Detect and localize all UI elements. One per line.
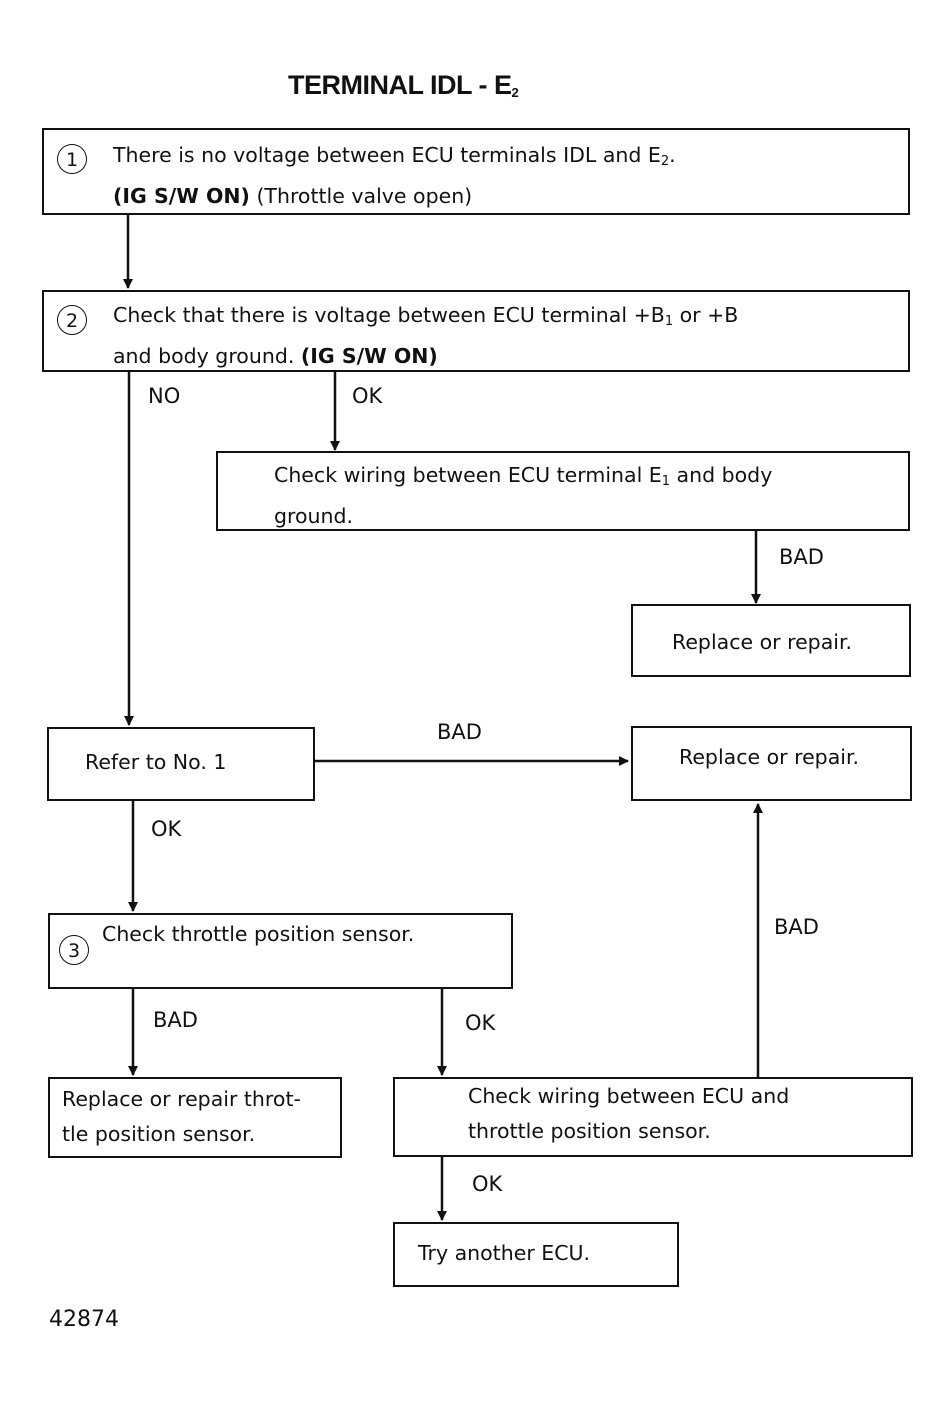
step-3-number: 3	[59, 935, 89, 965]
label-bad-step-3: BAD	[153, 1008, 198, 1032]
replace-repair-text-2: Replace or repair.	[679, 745, 860, 769]
label-bad-e1: BAD	[779, 545, 824, 569]
label-ok-wiring: OK	[472, 1172, 503, 1196]
label-ok-refer: OK	[151, 817, 182, 841]
step-1-number: 1	[57, 144, 87, 174]
step-2-box	[42, 290, 910, 372]
replace-tps-box	[48, 1077, 342, 1158]
check-tps-wiring-text: Check wiring between ECU and throttle po…	[468, 1084, 790, 1143]
step-3-text: Check throttle position sensor.	[102, 922, 415, 946]
check-tps-wiring-box	[393, 1077, 913, 1157]
try-another-ecu-text: Try another ECU.	[418, 1241, 591, 1265]
refer-no-1-box	[47, 727, 315, 801]
label-no: NO	[148, 384, 181, 408]
check-e1-wiring-text: Check wiring between ECU terminal E1 and…	[274, 463, 773, 528]
replace-repair-box-1	[631, 604, 911, 677]
figure-number: 42874	[49, 1307, 119, 1332]
label-ok-step-3: OK	[465, 1011, 496, 1035]
label-ok-step-2: OK	[352, 384, 383, 408]
step-1-box	[42, 128, 910, 215]
try-another-ecu-box	[393, 1222, 679, 1287]
label-bad-wiring: BAD	[774, 915, 819, 939]
replace-tps-text: Replace or repair throt- tle position se…	[62, 1087, 301, 1146]
step-1-text: There is no voltage between ECU terminal…	[113, 143, 676, 208]
check-e1-wiring-box	[216, 451, 910, 531]
replace-repair-box-2	[631, 726, 912, 801]
replace-repair-text-1: Replace or repair.	[672, 630, 853, 654]
diagram-title: TERMINAL IDL - E2	[288, 70, 519, 100]
refer-no-1-text: Refer to No. 1	[85, 750, 227, 774]
step-3-box	[48, 913, 513, 989]
label-bad-refer: BAD	[437, 720, 482, 744]
step-2-number: 2	[57, 305, 87, 335]
step-2-text: Check that there is voltage between ECU …	[113, 303, 739, 368]
